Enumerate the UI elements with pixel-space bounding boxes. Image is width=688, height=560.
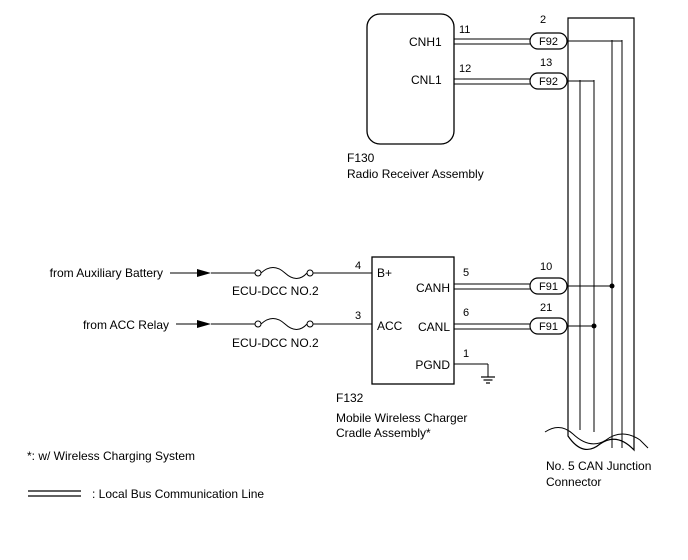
- canh-label: CANH: [416, 281, 450, 295]
- canl-pin: 6: [463, 307, 469, 319]
- f92-label-cnl: F92: [539, 76, 558, 88]
- canl-wire: 6: [454, 307, 530, 330]
- bplus-label: B+: [377, 266, 392, 280]
- radio-receiver-name: Radio Receiver Assembly: [347, 167, 484, 181]
- wireless-charger-code: F132: [336, 391, 364, 405]
- junction-dot-canl: [591, 323, 597, 329]
- wireless-charger-box: [371, 256, 455, 385]
- pgnd-label: PGND: [415, 358, 450, 372]
- cnh1-pin: 11: [459, 24, 470, 36]
- wireless-charger-name-line2: Cradle Assembly*: [336, 426, 431, 440]
- legend: : Local Bus Communication Line: [28, 487, 264, 501]
- canh-pin: 5: [463, 267, 469, 279]
- acc-source-label: from ACC Relay: [83, 318, 169, 332]
- battery-fuse-label: ECU-DCC NO.2: [232, 284, 319, 298]
- acc-input-line: from ACC Relay ECU-DCC NO.2 3: [83, 310, 372, 350]
- f92-pin-cnh: 2: [540, 14, 546, 26]
- pgnd-wire: 1: [454, 348, 495, 384]
- cnl1-pin: 12: [459, 63, 471, 75]
- f91-label-canh: F91: [539, 281, 558, 293]
- f92-connector-cnl: F92 13: [529, 57, 594, 90]
- wireless-charger-assembly: B+ ACC CANH CANL PGND F132 Mobile Wirele…: [336, 256, 615, 440]
- battery-source-label: from Auxiliary Battery: [50, 266, 163, 280]
- can-junction-connector: No. 5 CAN Junction Connector: [544, 17, 651, 489]
- cnl1-label: CNL1: [411, 73, 442, 87]
- radio-receiver-assembly: CNH1 CNL1 F130 Radio Receiver Assembly 1…: [347, 13, 622, 181]
- f91-connector-canl: F91 21: [529, 302, 597, 335]
- ground-icon: [481, 376, 495, 384]
- cnh1-label: CNH1: [409, 35, 442, 49]
- acc-pin: 3: [355, 310, 361, 322]
- canl-label: CANL: [418, 320, 450, 334]
- legend-label: : Local Bus Communication Line: [92, 487, 264, 501]
- pgnd-pin: 1: [463, 348, 469, 360]
- junction-label-line2: Connector: [546, 475, 601, 489]
- f91-pin-canl: 21: [540, 302, 552, 314]
- junction-label-line1: No. 5 CAN Junction: [546, 459, 651, 473]
- acc-fuse-label: ECU-DCC NO.2: [232, 336, 319, 350]
- battery-input-line: from Auxiliary Battery ECU-DCC NO.2 4: [50, 260, 372, 298]
- fuse-icon-battery: [260, 267, 308, 279]
- f92-label-cnh: F92: [539, 36, 558, 48]
- f91-pin-canh: 10: [540, 261, 552, 273]
- cnl1-wire: 12: [454, 63, 530, 85]
- acc-label: ACC: [377, 319, 403, 333]
- f92-connector-cnh: F92 2: [529, 14, 622, 50]
- acc-arrow-icon: [197, 320, 211, 328]
- fuse-icon-acc: [260, 318, 308, 330]
- f92-pin-cnl: 13: [540, 57, 552, 69]
- f91-connector-canh: F91 10: [529, 261, 615, 295]
- radio-receiver-code: F130: [347, 151, 375, 165]
- canh-wire: 5: [454, 267, 530, 290]
- footnote: *: w/ Wireless Charging System: [27, 449, 195, 463]
- wireless-charger-name-line1: Mobile Wireless Charger: [336, 411, 467, 425]
- junction-dot-canh: [609, 283, 615, 289]
- bplus-pin: 4: [355, 260, 361, 272]
- f91-label-canl: F91: [539, 321, 558, 333]
- battery-arrow-icon: [197, 269, 211, 277]
- cnh1-wire: 11: [454, 24, 530, 45]
